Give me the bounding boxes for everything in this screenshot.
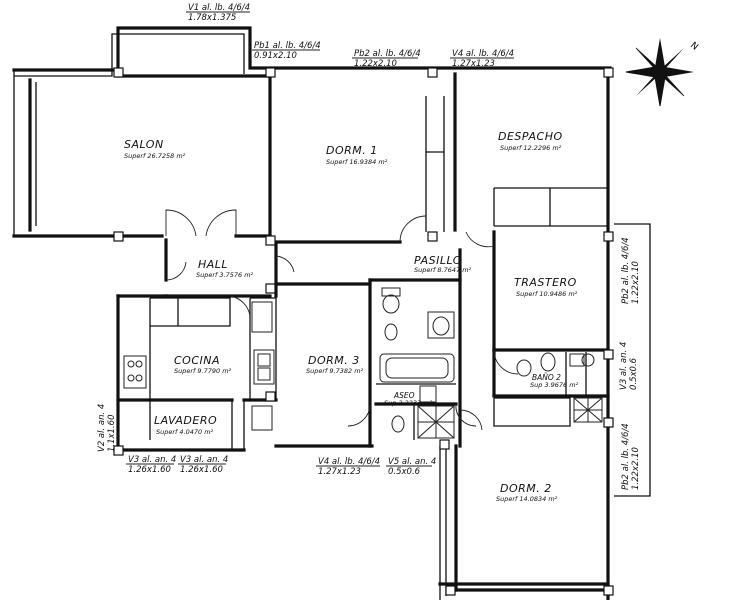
opening-pb1-size: 0.91x2.10 [254, 51, 297, 61]
opening-labels: V1 al. lb. 4/6/4 1.78x1.375 Pb1 al. lb. … [97, 3, 641, 490]
opening-v1-size: 1.78x1.375 [188, 13, 236, 23]
opening-v3a-size: 1.26x1.60 [128, 465, 171, 475]
opening-v3a-label: V3 al. an. 4 [128, 455, 176, 465]
area-bano2: Sup 3.9676 m² [530, 381, 579, 389]
room-dorm2: DORM. 2 [500, 482, 552, 495]
opening-pb1-label: Pb1 al. lb. 4/6/4 [254, 41, 321, 51]
opening-v5-label: V5 al. an. 4 [388, 457, 436, 467]
opening-v2-size: 1.1x1.60 [107, 415, 117, 452]
opening-v4-top-size: 1.27x1.23 [452, 59, 495, 69]
room-despacho: DESPACHO [498, 130, 563, 143]
opening-pb2-right-label: Pb2 al. lb. 4/6/4 [621, 237, 631, 304]
compass-north-label: N [688, 41, 700, 53]
room-lavadero: LAVADERO [154, 414, 217, 427]
opening-pb2-right2-label: Pb2 al. lb. 4/6/4 [621, 423, 631, 490]
opening-v3-right-size: 0.5x0.6 [629, 357, 639, 390]
opening-pb2-right2-size: 1.22x2.10 [631, 447, 641, 490]
room-aseo: ASEO [393, 391, 415, 400]
columns [113, 67, 614, 596]
area-aseo: Sup 2.2233 m² [384, 399, 433, 407]
room-dorm3: DORM. 3 [308, 354, 360, 367]
opening-v5-size: 0.5x0.6 [388, 467, 421, 477]
area-pasillo: Superf 8.7647 m² [414, 266, 472, 274]
area-trastero: Superf 10.9486 m² [516, 290, 578, 298]
opening-pb2-top-size: 1.22x2.10 [354, 59, 397, 69]
opening-pb2-top-label: Pb2 al. lb. 4/6/4 [354, 49, 421, 59]
area-hall: Superf 3.7576 m² [196, 271, 254, 279]
room-pasillo: PASILLO [414, 254, 462, 267]
area-dorm3: Superf 9.7382 m² [306, 367, 364, 375]
room-salon: SALON [124, 138, 164, 151]
opening-v3-right-label: V3 al. an. 4 [619, 342, 629, 390]
opening-v3b-label: V3 al. an. 4 [180, 455, 228, 465]
room-trastero: TRASTERO [514, 276, 577, 289]
area-lavadero: Superf 4.0470 m² [156, 428, 214, 436]
compass-rose: N [625, 38, 700, 107]
opening-v4-top-label: V4 al. lb. 4/6/4 [452, 49, 514, 59]
area-salon: Superf 26.7258 m² [124, 152, 186, 160]
room-dorm1: DORM. 1 [326, 144, 378, 157]
opening-v4-bottom-size: 1.27x1.23 [318, 467, 361, 477]
walls [12, 26, 651, 600]
opening-v3b-size: 1.26x1.60 [180, 465, 223, 475]
area-despacho: Superf 12.2296 m² [500, 144, 562, 152]
room-hall: HALL [198, 258, 228, 271]
opening-pb2-right-size: 1.22x2.10 [631, 261, 641, 304]
doors [165, 209, 519, 431]
room-bano2: BAÑO 2 [532, 373, 561, 382]
room-labels: SALON Superf 26.7258 m² DORM. 1 Superf 1… [124, 130, 579, 503]
area-dorm2: Superf 14.0834 m² [496, 495, 558, 503]
opening-v4-bottom-label: V4 al. lb. 4/6/4 [318, 457, 380, 467]
fixtures [123, 287, 603, 439]
opening-v1-label: V1 al. lb. 4/6/4 [188, 3, 250, 13]
area-cocina: Superf 9.7790 m² [174, 367, 232, 375]
area-dorm1: Superf 16.9384 m² [326, 158, 388, 166]
opening-v2-label: V2 al. an. 4 [97, 404, 107, 452]
room-cocina: COCINA [174, 354, 220, 367]
